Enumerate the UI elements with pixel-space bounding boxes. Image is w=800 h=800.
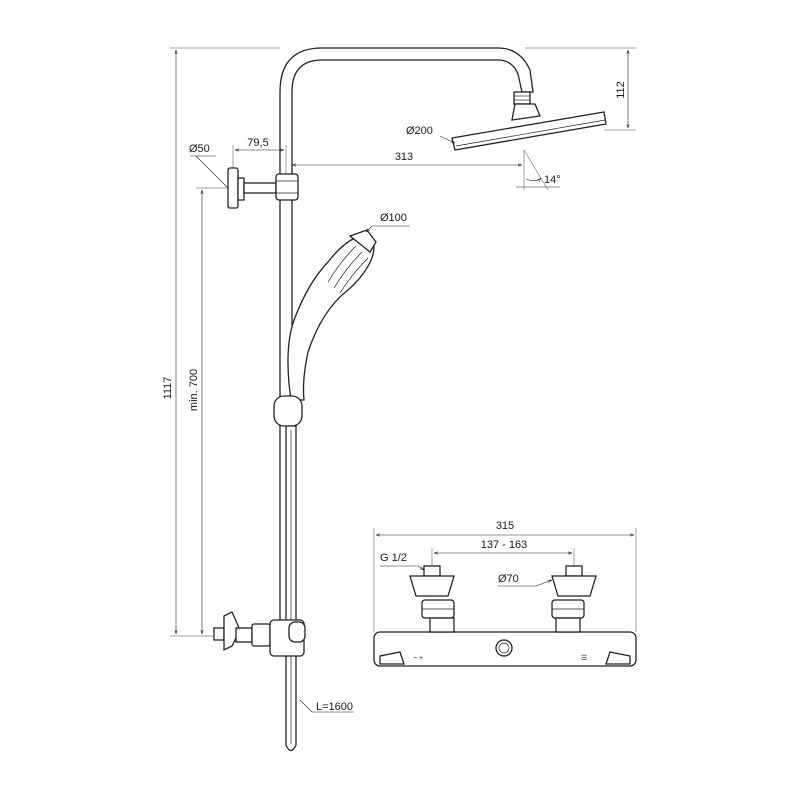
overhead-shower-head: [451, 103, 607, 151]
temperature-symbol: − +: [413, 655, 423, 662]
upper-wall-bracket: [227, 167, 299, 209]
right-inlet: [551, 565, 597, 633]
min-height-label: min. 700: [188, 369, 200, 411]
total-height-label: 1117: [162, 377, 174, 400]
hose-length-label: L=1600: [316, 701, 353, 713]
flow-symbol: ☰: [581, 655, 587, 662]
right-handle-cap: [605, 651, 631, 665]
rosette-diameter-label: Ø70: [498, 573, 519, 585]
hand-shower-holder: [273, 395, 303, 427]
wall-bracket-leader: [195, 155, 229, 189]
hand-shower-diameter-label: Ø100: [380, 212, 407, 224]
center-knob: [495, 639, 513, 657]
hand-shower: [287, 229, 377, 401]
wall-bracket-diameter-label: Ø50: [189, 143, 210, 155]
thermostatic-mixer-front: − + ☰: [373, 565, 637, 667]
connection-thread-label: G 1/2: [380, 552, 407, 564]
mixer-width-label: 315: [496, 520, 514, 532]
head-height-label: 112: [615, 81, 627, 99]
bracket-offset-label: 79,5: [247, 137, 268, 149]
side-mixer-connection: [213, 611, 306, 657]
tilt-angle-label: 14°: [544, 174, 561, 186]
shower-head-diameter-label: Ø200: [406, 125, 433, 137]
left-handle-cap: [379, 651, 405, 665]
shower-column: [279, 47, 607, 631]
arm-reach-label: 313: [395, 151, 413, 163]
left-inlet: [409, 565, 455, 633]
inlet-spacing-label: 137 - 163: [481, 539, 527, 551]
head-connector: [513, 91, 531, 105]
